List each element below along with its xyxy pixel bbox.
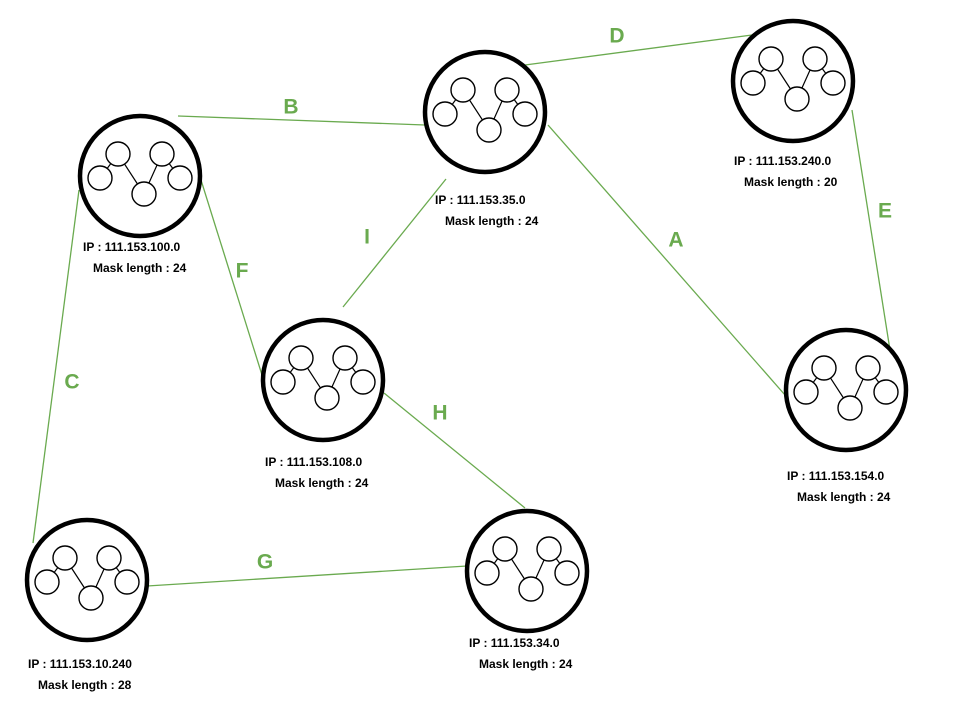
mask-length-label: Mask length : 24 <box>479 657 573 671</box>
ip-label: IP : 111.153.10.240 <box>28 657 132 671</box>
link-label-g: G <box>257 551 273 574</box>
link-labels-layer: A B C D E F G H I <box>64 25 892 574</box>
network-topology-icon <box>793 355 899 421</box>
link-label-e: E <box>878 200 892 223</box>
network-topology-icon <box>740 46 846 112</box>
link-label-d: D <box>609 25 624 48</box>
link-label-h: H <box>432 402 447 425</box>
link-label-i: I <box>364 226 370 249</box>
network-topology-icon <box>34 545 140 611</box>
ip-label: IP : 111.153.35.0 <box>435 193 526 207</box>
ip-label: IP : 111.153.34.0 <box>469 636 560 650</box>
mask-length-label: Mask length : 28 <box>38 678 132 692</box>
link-i <box>342 178 447 308</box>
link-a <box>547 124 786 396</box>
ip-label: IP : 111.153.100.0 <box>83 240 181 254</box>
links-layer <box>32 34 891 587</box>
link-label-b: B <box>283 96 298 119</box>
link-e <box>851 109 891 351</box>
mask-length-label: Mask length : 24 <box>797 490 891 504</box>
network-topology-icon <box>432 77 538 143</box>
mask-length-label: Mask length : 20 <box>744 175 838 189</box>
link-h <box>383 392 526 509</box>
link-g <box>146 565 468 587</box>
link-label-c: C <box>64 371 79 394</box>
mask-length-label: Mask length : 24 <box>93 261 187 275</box>
ip-label: IP : 111.153.108.0 <box>265 455 363 469</box>
network-topology-icon <box>474 536 580 602</box>
link-label-f: F <box>236 260 249 283</box>
link-f <box>200 179 263 376</box>
link-label-a: A <box>668 229 683 252</box>
link-b <box>177 115 426 126</box>
ip-label: IP : 111.153.240.0 <box>734 154 832 168</box>
link-c <box>32 189 80 544</box>
ip-label: IP : 111.153.154.0 <box>787 469 885 483</box>
mask-length-label: Mask length : 24 <box>275 476 369 490</box>
link-d <box>524 34 753 66</box>
mask-length-label: Mask length : 24 <box>445 214 539 228</box>
network-topology-icon <box>270 345 376 411</box>
network-topology-icon <box>87 141 193 207</box>
